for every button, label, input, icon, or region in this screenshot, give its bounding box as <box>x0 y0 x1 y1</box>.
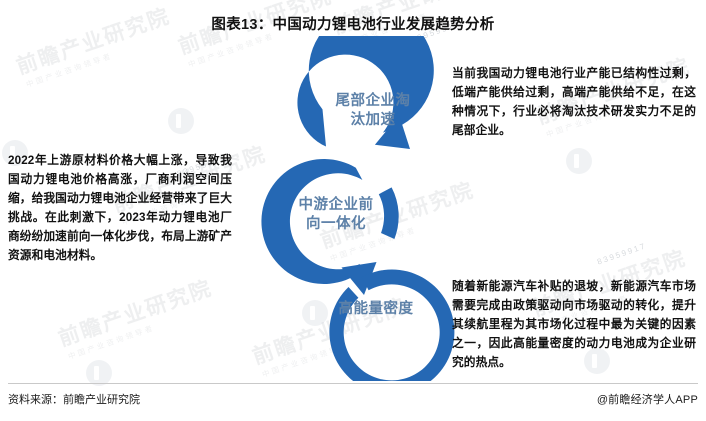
watermark-number: 83959917 <box>596 241 648 267</box>
footer: 资料来源：前瞻产业研究院 @前瞻经济学人APP <box>8 391 698 407</box>
ring-middle-arc-right <box>378 187 399 239</box>
watermark-sub-text: 中国产业咨询领导者 <box>24 51 114 90</box>
ring-label-top: 尾部企业淘 汰加速 <box>335 93 411 129</box>
description-bottom-right: 随着新能源汽车补贴的退坡，新能源汽车市场需要完成由政策驱动向市场驱动的转化，提升… <box>452 280 696 369</box>
ring-label-middle: 中游企业前 向一体化 <box>298 197 374 233</box>
ring-top-arrowhead <box>374 115 410 149</box>
watermark-main-text: 前瞻产业研究院 <box>55 276 216 351</box>
watermark-logo-icon <box>168 108 194 134</box>
description-top-right: 当前我国动力锂电池行业产能已结构性过剩，低端产能供给过剩，高端产能供给不足，在这… <box>452 67 696 137</box>
attribution-note: @前瞻经济学人APP <box>596 394 698 406</box>
footer-divider <box>8 383 698 384</box>
page-title: 图表13：中国动力锂电池行业发展趋势分析 <box>211 17 495 33</box>
watermark-text: 前瞻产业研究院 中国产业咨询领导者 <box>55 276 220 364</box>
ring-label-bottom: 高能量密度 <box>338 301 414 317</box>
description-left: 2022年上游原材料价格大幅上涨，导致我国动力锂电池价格高涨，厂商利润空间压缩，… <box>8 154 232 262</box>
ring-bottom-arc <box>329 269 455 381</box>
watermark-logo-icon <box>566 148 592 174</box>
ring-middle-arrowhead <box>341 262 377 295</box>
source-note: 资料来源：前瞻产业研究院 <box>8 394 140 406</box>
watermark-sub-text: 中国产业咨询领导者 <box>66 323 156 362</box>
cycle-diagram <box>243 36 473 381</box>
ring-middle-arc <box>261 158 363 284</box>
